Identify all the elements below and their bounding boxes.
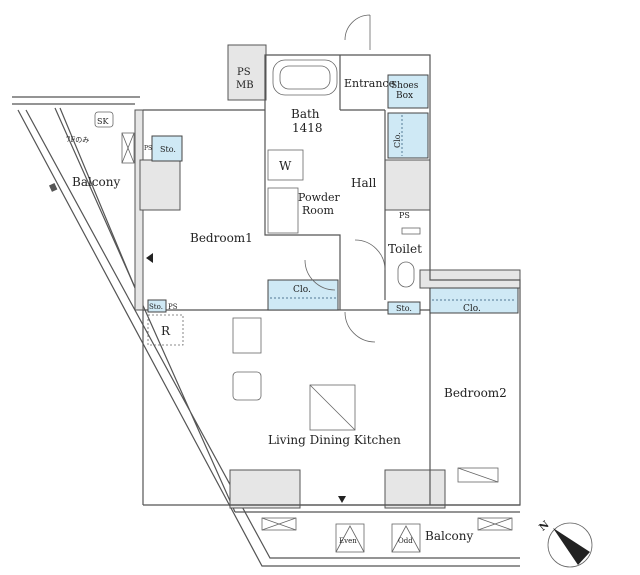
vent-hatch-icon bbox=[121, 132, 135, 164]
refrigerator-space bbox=[147, 314, 184, 346]
toilet-ps-label: PS bbox=[399, 211, 410, 220]
bathtub-icon bbox=[272, 59, 338, 96]
toilet-label: Toilet bbox=[388, 242, 422, 256]
ldk-label: Living Dining Kitchen bbox=[268, 433, 401, 447]
hall-closet-label: Clo. bbox=[393, 132, 402, 148]
refrigerator-label: R bbox=[161, 324, 171, 338]
toilet-storage-label: Sto. bbox=[396, 304, 412, 313]
entrance-label: Entrance bbox=[344, 77, 395, 90]
bottom-balcony-label: Balcony bbox=[425, 529, 473, 543]
ps-label: PS bbox=[237, 67, 251, 78]
bedroom1-label: Bedroom1 bbox=[190, 231, 253, 245]
shoes-box-label: Shoes bbox=[391, 81, 419, 91]
left-balcony bbox=[12, 96, 520, 567]
ldk-storage-label: Sto. bbox=[149, 303, 163, 311]
washer-label: W bbox=[279, 159, 292, 173]
kitchen-sink-icon bbox=[232, 371, 262, 401]
sk-label: SK bbox=[97, 117, 109, 126]
bedroom2-label: Bedroom2 bbox=[444, 386, 507, 400]
evacuation-hatch-odd bbox=[391, 523, 421, 553]
odd-label: Odd bbox=[398, 537, 413, 545]
bath-size-label: 1418 bbox=[292, 121, 323, 135]
mb-label: MB bbox=[236, 80, 254, 91]
shoes-box-label-2: Box bbox=[396, 91, 413, 101]
seventh-floor-only-label: 7Fのみ bbox=[66, 136, 89, 144]
sink-icon bbox=[94, 111, 114, 128]
ldk-ps-label: PS bbox=[168, 303, 178, 311]
bedroom1-closet-label: Clo. bbox=[293, 285, 311, 295]
entrance-marker-icon bbox=[338, 496, 346, 503]
vanity-icon bbox=[267, 187, 299, 234]
evacuation-hatch-even bbox=[335, 523, 365, 553]
left-balcony-label: Balcony bbox=[72, 175, 120, 189]
north-compass-icon: N bbox=[537, 519, 593, 568]
even-label: Even bbox=[339, 537, 357, 545]
north-label: N bbox=[537, 519, 551, 533]
bedroom1-storage-label: Sto. bbox=[160, 145, 176, 154]
bath-label: Bath bbox=[291, 107, 320, 121]
hall-label: Hall bbox=[351, 176, 376, 190]
powder-room-label-2: Room bbox=[302, 204, 335, 217]
ps-label: PS bbox=[144, 145, 152, 152]
washer-icon bbox=[267, 149, 304, 181]
ceiling-vent-icon bbox=[309, 384, 356, 431]
toilet-icon bbox=[397, 261, 415, 288]
stove-icon bbox=[232, 317, 262, 354]
bedroom2-closet-label: Clo. bbox=[463, 304, 481, 314]
powder-room-label: Powder bbox=[298, 191, 341, 204]
